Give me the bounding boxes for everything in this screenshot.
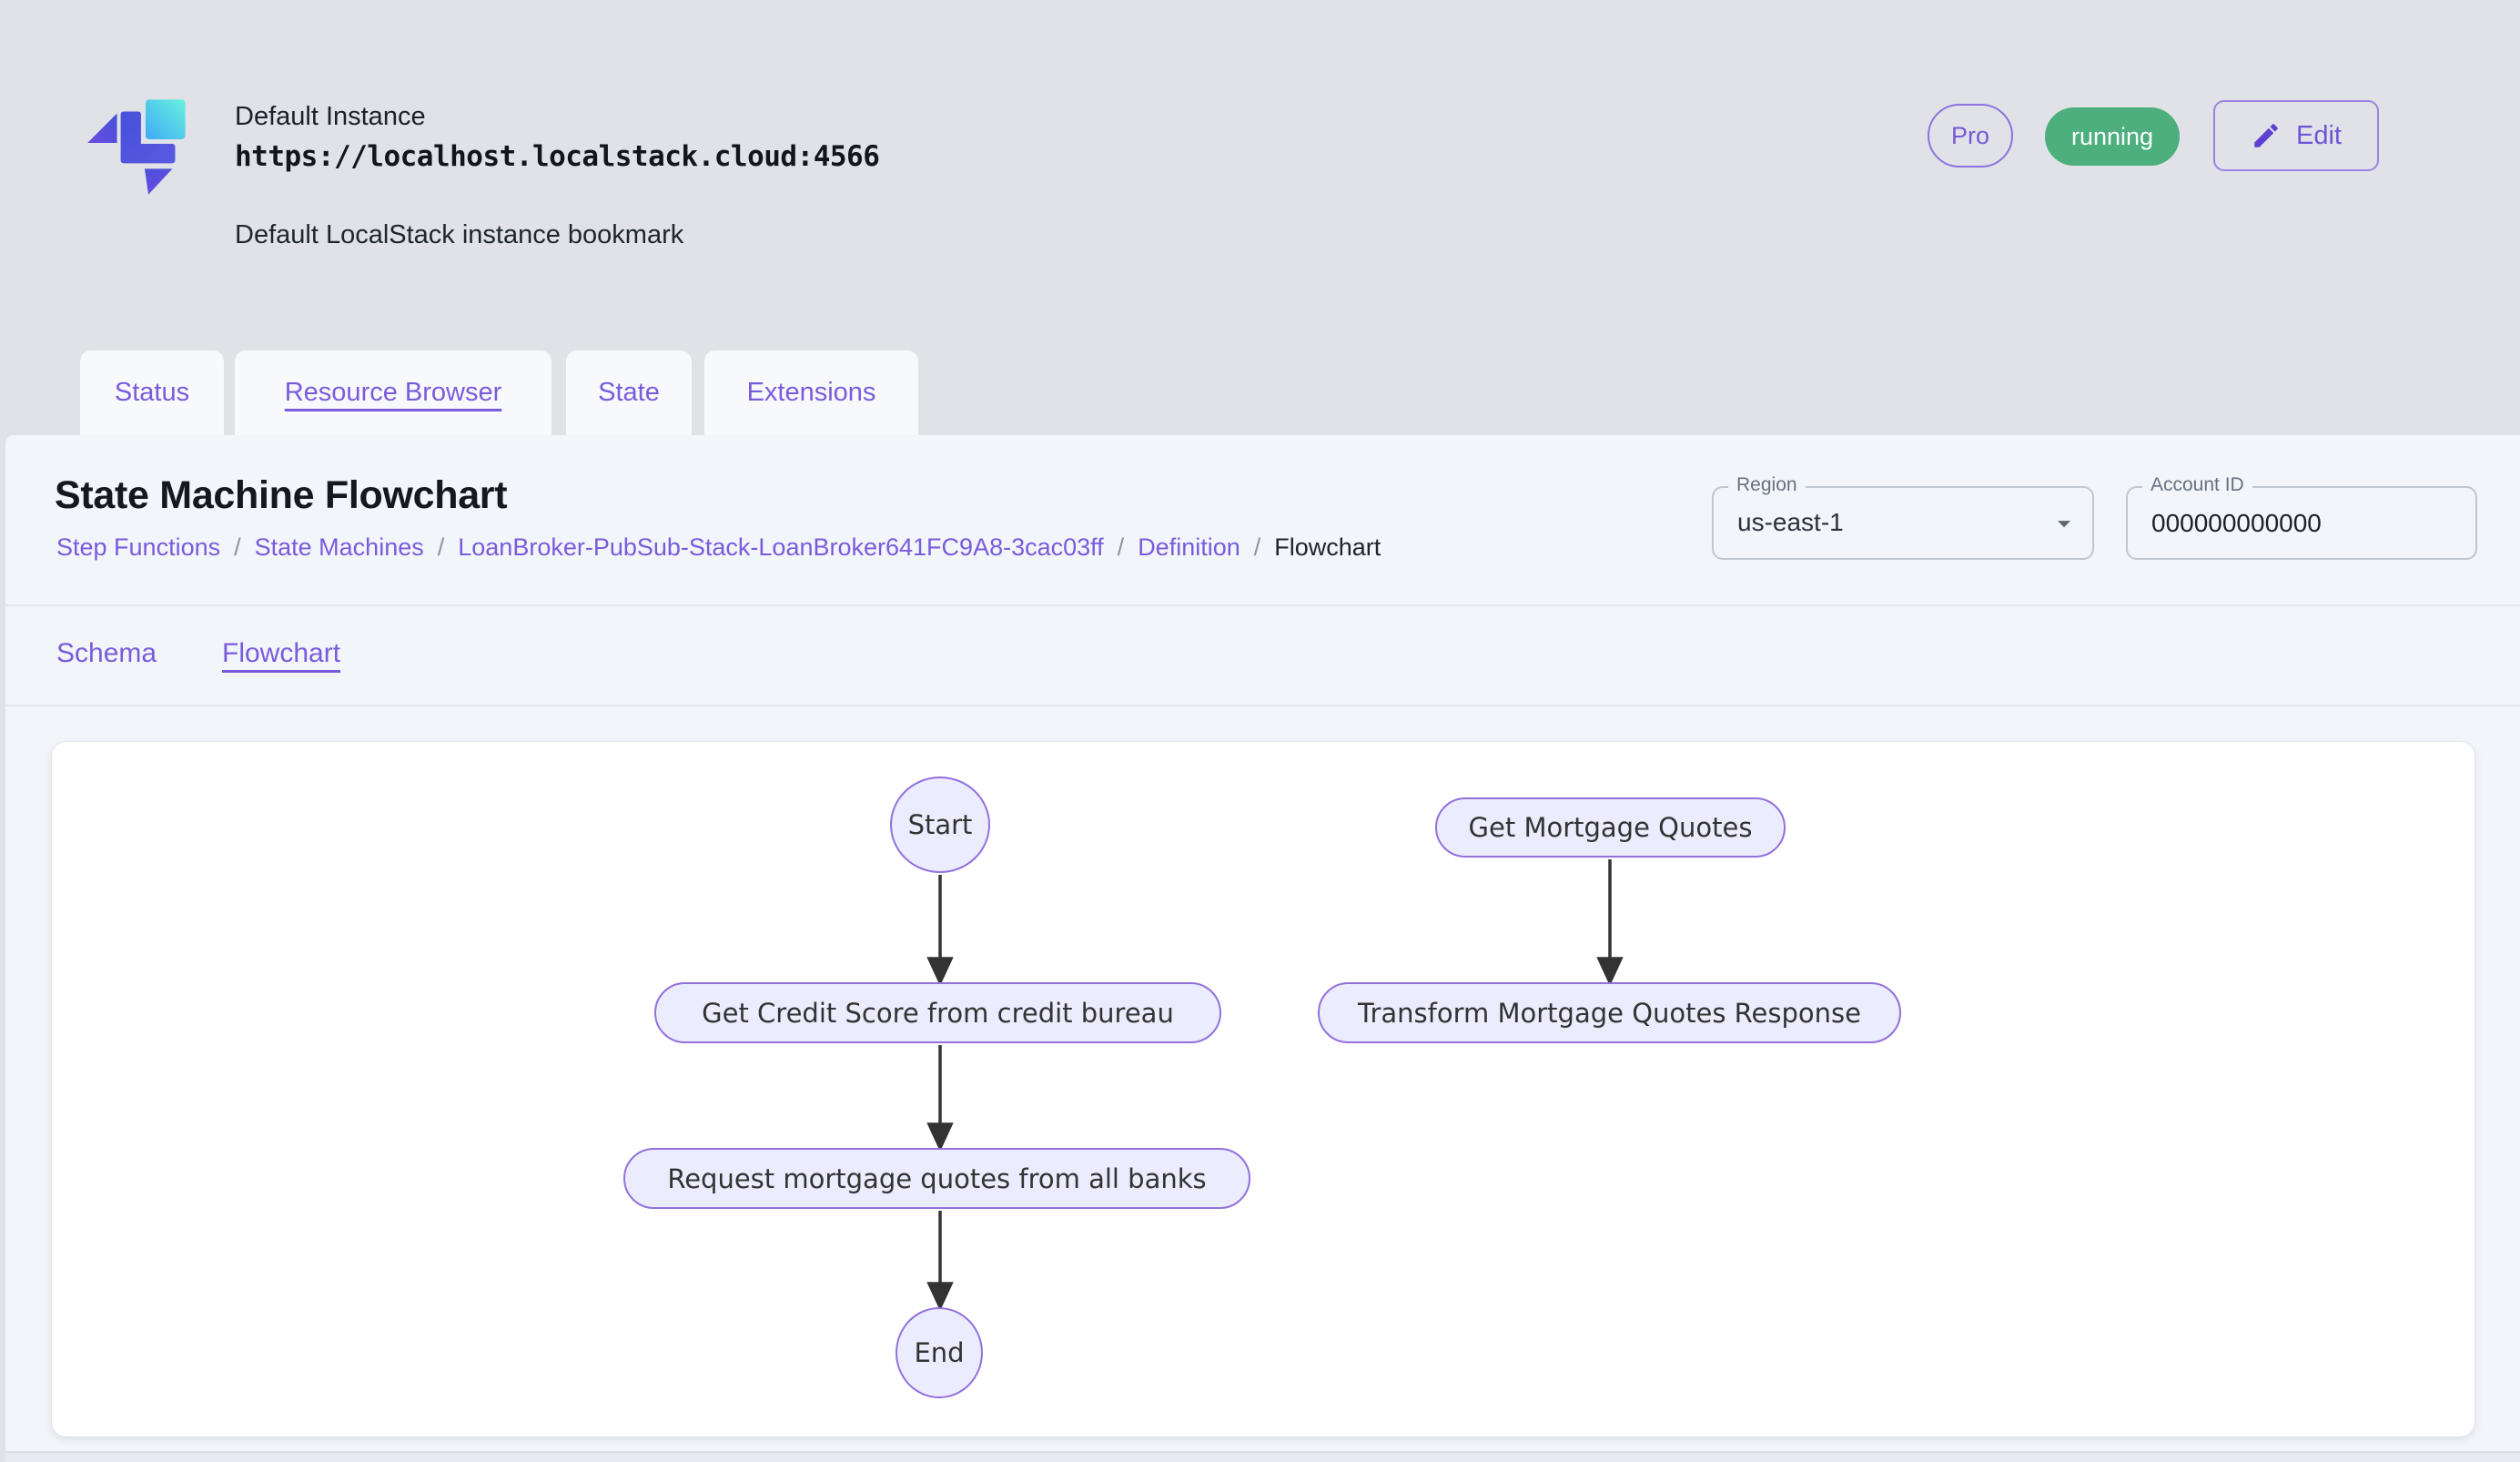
page-title: State Machine Flowchart (55, 473, 508, 517)
subtab-flowchart-label: Flowchart (222, 638, 341, 668)
flow-node-transform-response: Transform Mortgage Quotes Response (1318, 982, 1901, 1043)
breadcrumb-state-machines[interactable]: State Machines (254, 533, 424, 561)
subtab-flowchart[interactable]: Flowchart (222, 628, 340, 679)
bottom-scroll-gutter (5, 1451, 2520, 1462)
breadcrumb-separator: / (437, 533, 445, 561)
tab-extensions[interactable]: Extensions (704, 350, 918, 435)
account-id-input[interactable] (2128, 488, 2475, 558)
flow-node-request-quotes: Request mortgage quotes from all banks (623, 1148, 1250, 1209)
instance-url: https://localhost.localstack.cloud:4566 (235, 140, 880, 173)
region-select-value: us-east-1 (1737, 508, 1844, 536)
flow-node-end: End (896, 1307, 983, 1398)
tab-status-label: Status (114, 378, 190, 407)
edit-button-label: Edit (2296, 120, 2342, 150)
tab-state[interactable]: State (566, 350, 692, 435)
breadcrumb-separator: / (1117, 533, 1125, 561)
localstack-logo-icon (82, 87, 211, 198)
status-badge: running (2045, 107, 2180, 166)
tab-status[interactable]: Status (80, 350, 224, 435)
breadcrumb-separator: / (1253, 533, 1261, 561)
tab-resource-browser-label: Resource Browser (284, 378, 502, 407)
flow-node-start: Start (890, 777, 990, 873)
subtab-schema-label: Schema (56, 638, 157, 668)
resource-browser-panel: State Machine Flowchart Step Functions /… (5, 435, 2520, 1462)
header-divider (5, 604, 2520, 606)
flowchart-canvas: Start Get Mortgage Quotes Get Credit Sco… (52, 742, 2474, 1437)
breadcrumb-separator: / (234, 533, 241, 561)
chevron-down-icon (2057, 521, 2071, 528)
region-select-label: Region (1728, 474, 1806, 496)
edit-button[interactable]: Edit (2213, 100, 2379, 171)
account-id-field: Account ID (2126, 474, 2477, 560)
region-select[interactable]: Region us-east-1 (1712, 474, 2094, 560)
instance-name: Default Instance (235, 102, 426, 131)
flow-node-get-credit-score: Get Credit Score from credit bureau (654, 982, 1221, 1043)
pro-badge: Pro (1928, 104, 2013, 168)
tab-resource-browser[interactable]: Resource Browser (235, 350, 552, 435)
breadcrumb-step-functions[interactable]: Step Functions (56, 533, 221, 561)
flow-node-get-mortgage-quotes: Get Mortgage Quotes (1435, 797, 1786, 858)
flowchart-edges (926, 859, 1624, 1312)
breadcrumb: Step Functions / State Machines / LoanBr… (56, 533, 1381, 562)
subtab-divider (5, 705, 2520, 706)
subtab-schema[interactable]: Schema (56, 628, 157, 679)
breadcrumb-state-machine-name[interactable]: LoanBroker-PubSub-Stack-LoanBroker641FC9… (458, 533, 1104, 561)
instance-description: Default LocalStack instance bookmark (235, 220, 684, 249)
breadcrumb-flowchart: Flowchart (1274, 533, 1381, 561)
tab-state-label: State (598, 378, 660, 407)
edit-pencil-icon (2254, 124, 2278, 147)
tab-extensions-label: Extensions (746, 378, 876, 407)
breadcrumb-definition[interactable]: Definition (1138, 533, 1240, 561)
